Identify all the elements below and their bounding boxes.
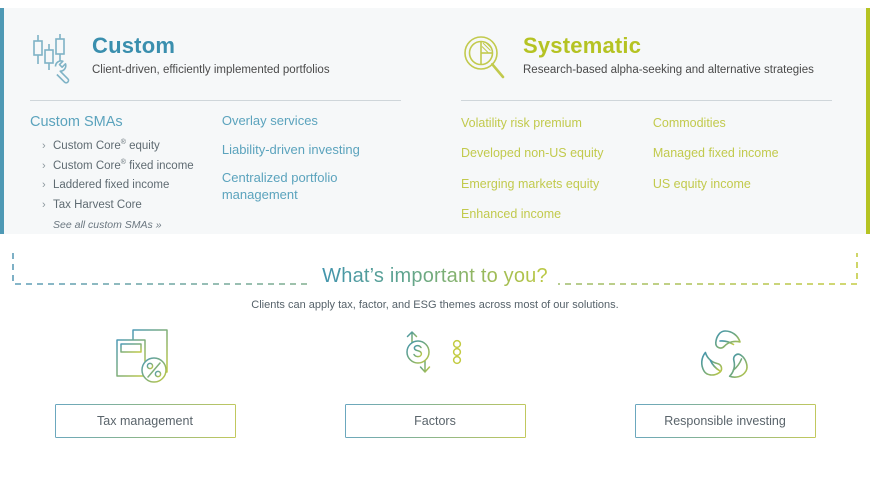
panel-custom-title: Custom xyxy=(92,33,176,58)
systematic-strategies-list-right: Commodities Managed fixed income US equi… xyxy=(653,115,840,192)
list-item[interactable]: Volatility risk premium xyxy=(461,116,582,130)
panel-custom-subtitle: Client-driven, efficiently implemented p… xyxy=(92,64,330,77)
list-item[interactable]: Liability-driven investing xyxy=(221,141,360,157)
callout-subtitle: Clients can apply tax, factor, and ESG t… xyxy=(251,299,619,311)
custom-smas-column: Custom SMAs ›Custom Core® equity ›Custom… xyxy=(30,113,222,233)
chevron-right-icon: › xyxy=(42,159,46,172)
list-item-label: Custom Core xyxy=(53,159,121,172)
calculator-percent-icon xyxy=(109,325,181,387)
callout-title: What’s important to you? xyxy=(12,265,858,288)
list-item[interactable]: › Custom Core® equity xyxy=(42,137,222,157)
list-item[interactable]: Commodities xyxy=(652,116,726,130)
tax-management-button-label: Tax management xyxy=(97,414,193,428)
systematic-strategies-list-left: Volatility risk premium Developed non-US… xyxy=(461,115,653,222)
responsible-investing-button[interactable]: Responsible investing xyxy=(634,404,816,438)
list-item-label: Custom Core xyxy=(53,139,121,152)
theme-factors[interactable]: Factors xyxy=(290,325,580,438)
panel-systematic-divider xyxy=(461,100,832,101)
list-item-tail: fixed income xyxy=(125,159,194,172)
custom-services-column: Overlay services Liability-driven invest… xyxy=(222,113,409,233)
chevron-right-icon: › xyxy=(42,179,46,192)
see-all-custom-smas-link[interactable]: See all custom SMAs » xyxy=(53,218,162,231)
theme-tax-management[interactable]: Tax management xyxy=(0,325,290,438)
list-item[interactable]: › Laddered fixed income xyxy=(42,176,222,196)
callout-title-text: What’s important to you? xyxy=(308,265,562,288)
factors-button[interactable]: Factors xyxy=(344,404,526,438)
custom-smas-list: ›Custom Core® equity ›Custom Core® fixed… xyxy=(30,137,222,216)
dollar-factors-icon xyxy=(399,325,471,387)
chevron-right-icon: › xyxy=(42,199,46,212)
custom-services-list: Overlay services Liability-driven invest… xyxy=(222,113,409,204)
candlestick-wrench-icon xyxy=(30,32,78,84)
list-item[interactable]: Enhanced income xyxy=(461,206,562,221)
panel-custom-divider xyxy=(30,100,401,101)
list-item[interactable]: Emerging markets equity xyxy=(461,176,600,191)
magnifier-pie-icon xyxy=(461,32,509,84)
list-item[interactable]: › Custom Core® fixed income xyxy=(42,157,222,177)
list-item[interactable]: › Tax Harvest Core xyxy=(42,196,222,216)
panel-custom: Custom Client-driven, efficiently implem… xyxy=(0,8,435,234)
list-item[interactable]: Developed non-US equity xyxy=(461,146,604,161)
registered-mark: ® xyxy=(120,158,126,166)
panel-systematic-subtitle: Research-based alpha-seeking and alterna… xyxy=(523,64,814,77)
callout-dashed-frame: What’s important to you? xyxy=(12,253,858,288)
themes-row: Tax management xyxy=(0,325,870,438)
list-item[interactable]: Centralized portfolio management xyxy=(221,170,338,202)
custom-smas-heading: Custom SMAs xyxy=(30,114,123,130)
list-item[interactable]: Overlay services xyxy=(221,113,318,128)
systematic-column-right: Commodities Managed fixed income US equi… xyxy=(653,115,840,222)
tax-management-button[interactable]: Tax management xyxy=(54,404,236,438)
list-item-label: Laddered fixed income xyxy=(53,179,170,192)
list-item-label: Tax Harvest Core xyxy=(53,199,142,212)
panel-custom-header: Custom Client-driven, efficiently implem… xyxy=(30,30,409,84)
callout-title-mask xyxy=(312,261,558,287)
theme-responsible-investing[interactable]: Responsible investing xyxy=(580,325,870,438)
list-item[interactable]: Managed fixed income xyxy=(652,146,779,161)
recycle-leaves-icon xyxy=(689,325,761,387)
panel-systematic-header: Systematic Research-based alpha-seeking … xyxy=(461,30,840,84)
chevron-right-icon: › xyxy=(42,139,46,152)
list-item[interactable]: US equity income xyxy=(652,176,751,191)
solutions-panels: Custom Client-driven, efficiently implem… xyxy=(0,8,870,234)
systematic-column-left: Volatility risk premium Developed non-US… xyxy=(461,115,653,222)
registered-mark: ® xyxy=(120,139,126,147)
panel-systematic: Systematic Research-based alpha-seeking … xyxy=(435,8,870,234)
panel-systematic-title: Systematic xyxy=(523,33,642,58)
responsible-investing-button-label: Responsible investing xyxy=(664,414,786,428)
factors-button-label: Factors xyxy=(414,414,456,428)
list-item-tail: equity xyxy=(125,139,160,152)
